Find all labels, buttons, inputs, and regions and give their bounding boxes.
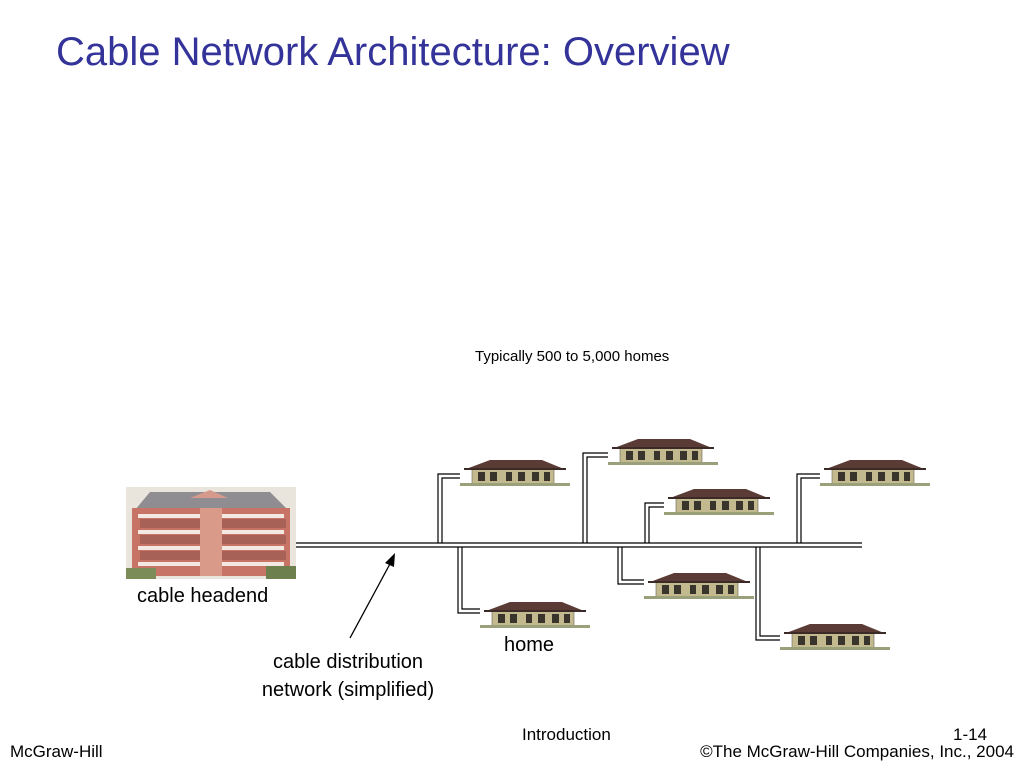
- home-count-note: Typically 500 to 5,000 homes: [475, 348, 670, 365]
- distribution-pointer-arrow: [349, 553, 395, 639]
- distribution-label-line-1: cable distribution: [272, 651, 424, 673]
- home-house-2: [607, 436, 719, 466]
- slide-title: Cable Network Architecture: Overview: [56, 30, 730, 74]
- home-house-7: [779, 621, 891, 651]
- home-house-3: [663, 486, 775, 516]
- cable-headend-building: [126, 487, 296, 579]
- distribution-network-label: cable distribution network (simplified): [230, 648, 466, 704]
- distribution-label-line-2: network (simplified): [261, 679, 435, 701]
- cable-headend-label: cable headend: [137, 585, 269, 607]
- home-house-4: [819, 457, 931, 487]
- trunk-cable: [296, 542, 862, 548]
- cable-distribution-network: [296, 452, 862, 641]
- drop-cable-6: [617, 547, 644, 585]
- home-house-1: [459, 457, 571, 487]
- drop-cable-2: [582, 452, 608, 543]
- footer-section-name: Introduction: [522, 725, 611, 744]
- drop-cable-7: [755, 547, 780, 641]
- footer-publisher: McGraw-Hill: [10, 742, 103, 761]
- footer-copyright: ©The McGraw-Hill Companies, Inc., 2004: [700, 742, 1014, 761]
- home-house-6: [643, 570, 755, 600]
- drop-cable-5: [457, 547, 480, 614]
- footer-page-number: 1-14: [953, 725, 988, 744]
- home-house-5: [479, 599, 591, 629]
- drop-cable-4: [796, 473, 820, 543]
- drop-cable-1: [437, 473, 460, 543]
- home-label: home: [504, 634, 555, 656]
- drop-cable-3: [644, 502, 664, 543]
